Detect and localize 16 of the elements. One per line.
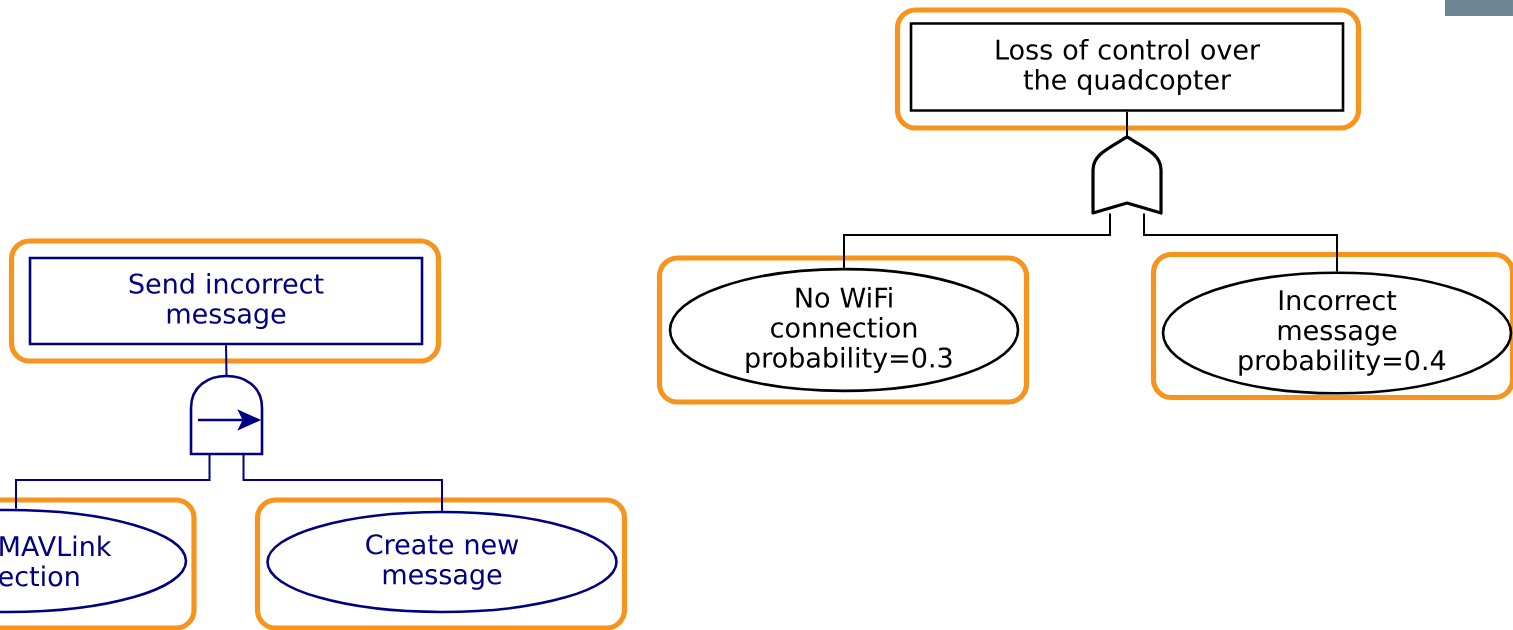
highlight-frame xyxy=(656,255,1030,405)
highlight-frame xyxy=(8,238,442,364)
event-box: Loss of control over the quadcopter xyxy=(909,22,1345,112)
highlight-frame xyxy=(254,497,628,630)
connector-line xyxy=(1143,212,1338,273)
event-box: Send incorrect message xyxy=(28,256,424,346)
highlight-frame xyxy=(1150,251,1513,401)
or-gate xyxy=(1091,135,1163,215)
connector-line xyxy=(225,344,228,377)
priority-and-gate xyxy=(189,374,264,456)
connector-line xyxy=(843,212,1111,269)
highlight-frame xyxy=(894,7,1362,131)
highlight-frame xyxy=(0,497,197,630)
connector-line xyxy=(242,453,443,512)
connector-line xyxy=(1126,110,1128,138)
connector-line xyxy=(15,453,211,510)
